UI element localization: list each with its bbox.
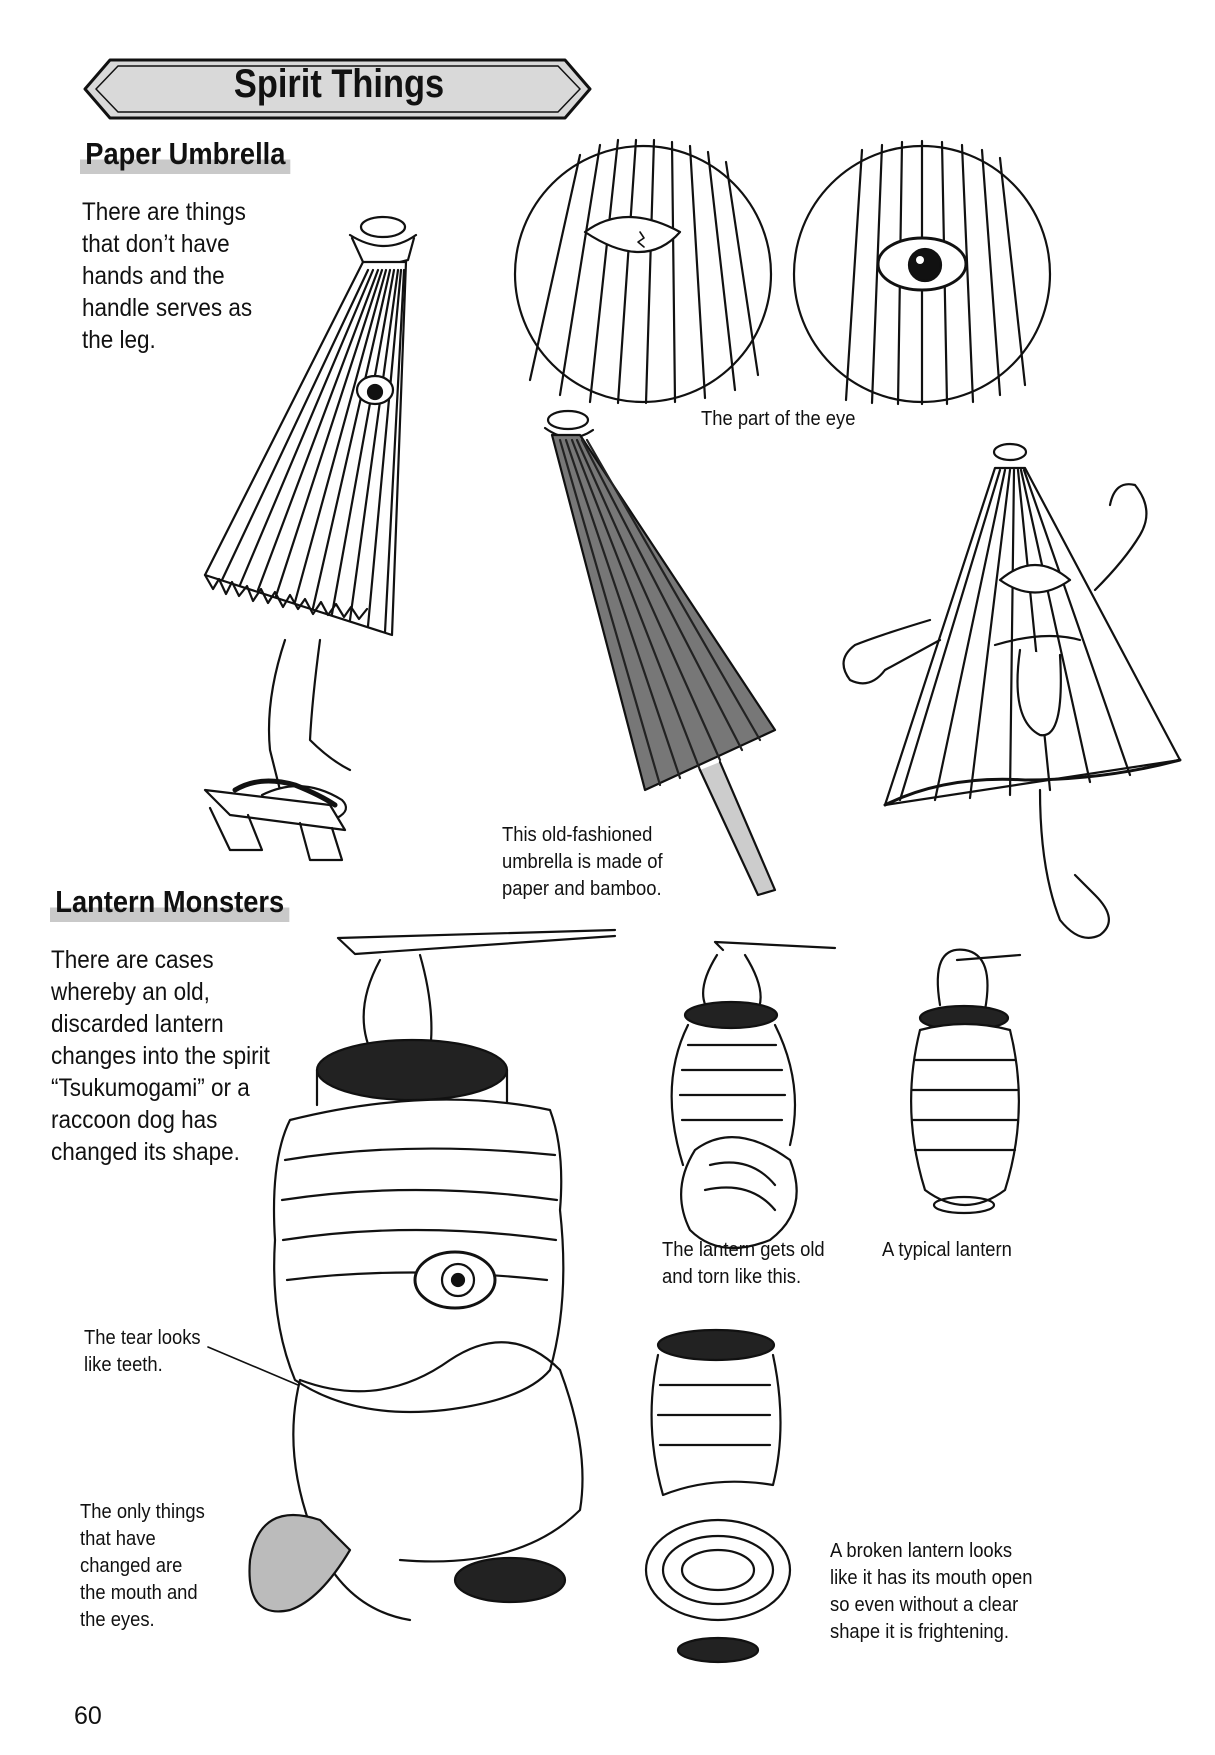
banner-shape — [83, 58, 592, 120]
typical-lantern-illustration — [910, 948, 1022, 1215]
banner: Spirit Things — [84, 58, 594, 118]
broken-lantern-illustration — [644, 1328, 792, 1664]
torn-lantern-illustration — [670, 940, 837, 1250]
lantern-body-text: There are cases whereby an old, discarde… — [51, 946, 270, 1166]
tear-pointer-line — [207, 1346, 299, 1386]
caption-mouth-eyes-changed: The only things that have changed are th… — [80, 1501, 205, 1631]
page-title: Spirit Things — [233, 62, 445, 106]
caption-tear-teeth: The tear looks like teeth. — [84, 1327, 201, 1376]
caption-eye-part: The part of the eye — [701, 408, 856, 430]
caption-broken-lantern: A broken lantern looks like it has its m… — [830, 1540, 1033, 1643]
umbrella-body-text: There are things that don’t have hands a… — [82, 198, 253, 354]
umbrella-monster-illustration — [842, 442, 1182, 939]
umbrella-leg-illustration — [203, 215, 418, 862]
caption-typical-lantern: A typical lantern — [882, 1239, 1012, 1261]
old-fashioned-umbrella-illustration — [543, 409, 777, 897]
section-heading-lantern-monsters: Lantern Monsters — [50, 884, 290, 922]
eye-detail-circles — [513, 138, 1052, 406]
caption-umbrella-material: This old-fashioned umbrella is made of p… — [502, 824, 663, 900]
lantern-monster-illustration — [248, 928, 617, 1622]
section-heading-paper-umbrella: Paper Umbrella — [80, 136, 291, 174]
page-number: 60 — [74, 1702, 102, 1730]
caption-torn-lantern: The lantern gets old and torn like this. — [662, 1239, 825, 1288]
